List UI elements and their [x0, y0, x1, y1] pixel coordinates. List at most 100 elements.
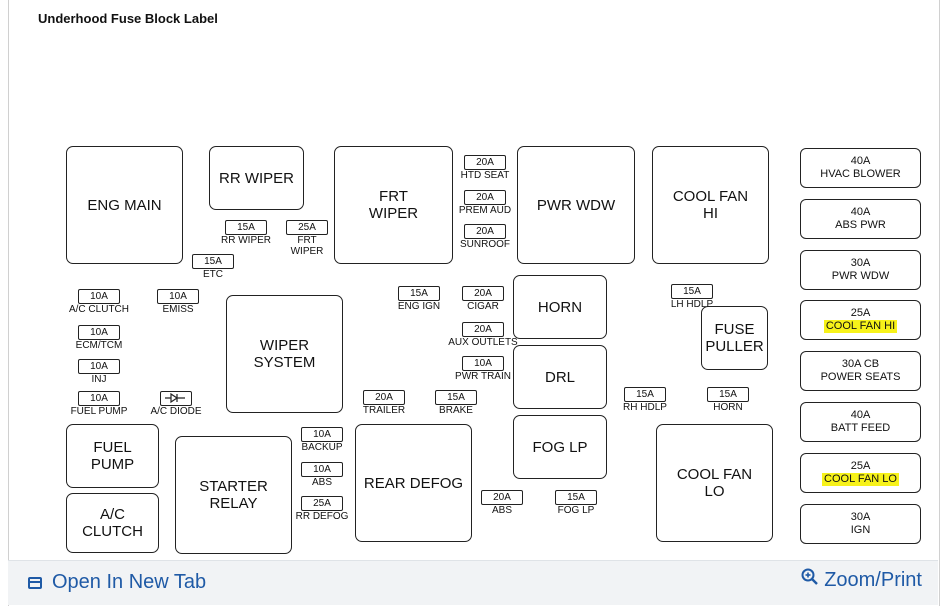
fuse-label: A/C CLUTCH [68, 304, 129, 315]
fuse-amperage: 10A [157, 289, 199, 304]
fuse-label: COOL FAN HI [823, 320, 898, 334]
fuse-amperage: 10A [78, 325, 120, 340]
magnifier-icon [801, 568, 819, 585]
fuse-label: ETC [203, 269, 223, 280]
block-label: RR WIPER [219, 169, 294, 187]
block-drl: DRL [513, 345, 607, 409]
fuse-amperage: 15A [192, 254, 234, 269]
fuse-label: HORN [713, 402, 743, 413]
fuse-label: A/C DIODE [150, 406, 202, 417]
fuse-amperage: 25A [286, 220, 328, 235]
fuse-amperage: 20A [464, 224, 506, 239]
fuse-amperage: 10A [78, 289, 120, 304]
diode-icon [160, 391, 192, 406]
fuse-label: ABS PWR [835, 218, 886, 231]
block-label: LO [704, 483, 725, 500]
footer-bar: Open In New Tab Zoom/Print [8, 560, 938, 605]
fuse-label: PWR WDW [831, 269, 890, 282]
block-label: A/C [99, 506, 125, 523]
fuse-amperage: 20A [363, 390, 405, 405]
fuse-label: RR DEFOG [295, 511, 349, 522]
block-label: HORN [537, 298, 583, 316]
fuse-amperage: 15A [707, 387, 749, 402]
block-rr-wiper: RR WIPER [209, 146, 304, 210]
block-label: COOL FAN [672, 188, 749, 205]
fuse-label: CIGAR [467, 301, 499, 312]
fuse-label: POWER SEATS [820, 371, 901, 384]
fuse-label: INJ [91, 374, 107, 385]
fuse-amperage: 25A [850, 459, 871, 472]
fuse-amperage: 25A [850, 307, 871, 320]
fuse-amperage: 15A [555, 490, 597, 505]
open-in-new-tab-link[interactable]: Open In New Tab [28, 571, 206, 594]
fuse-amperage: 30A [850, 256, 871, 269]
fuse-amperage: 30A [850, 510, 871, 523]
fuse-label: AUX OUTLETS [448, 337, 518, 348]
block-label: FOG LP [532, 438, 588, 456]
fuse-amperage: 20A [464, 190, 506, 205]
fuse-amperage: 40A [850, 409, 871, 421]
block-rear-defog: REAR DEFOG [355, 424, 472, 542]
block-label: PULLER [705, 338, 764, 355]
block-label: PUMP [90, 456, 135, 473]
fuse-amperage: 15A [435, 390, 477, 405]
block-horn: HORN [513, 275, 607, 339]
block-label: WIPER [259, 337, 310, 354]
fuse-label: FUEL PUMP [70, 406, 128, 417]
block-label: COOL FAN [676, 466, 753, 483]
fuse-amperage: 10A [78, 391, 120, 406]
fuse-amperage: 15A [225, 220, 267, 235]
fuse-label: BRAKE [439, 405, 473, 416]
fuse-label: ABS [491, 505, 512, 516]
fuse-amperage: 10A [78, 359, 120, 374]
fuse-amperage: 15A [671, 284, 713, 299]
fuse-label: BACKUP [301, 442, 343, 453]
fuse-amperage: 20A [464, 155, 506, 170]
block-eng-main: ENG MAIN [66, 146, 183, 264]
fuse-amperage: 40A [850, 155, 871, 167]
fuse-label: ENG IGN [397, 301, 441, 312]
block-label: ENG MAIN [87, 196, 162, 214]
block-pwr-wdw: PWR WDW [517, 146, 635, 264]
fuse-amperage: 10A [462, 356, 504, 371]
block-label: DRL [544, 368, 575, 386]
fuse-label: TRAILER [362, 405, 406, 416]
fuse-amperage: 20A [462, 322, 504, 337]
fuse-label: RR WIPER [221, 235, 271, 246]
block-label: FUSE [714, 321, 755, 338]
fuse-label: BATT FEED [830, 422, 891, 434]
fuse-label: SUNROOF [460, 239, 510, 250]
fuse-label: LH HDLP [670, 299, 714, 310]
zoom-print-link[interactable]: Zoom/Print [800, 568, 922, 592]
fuse-label: ABS [311, 477, 332, 488]
